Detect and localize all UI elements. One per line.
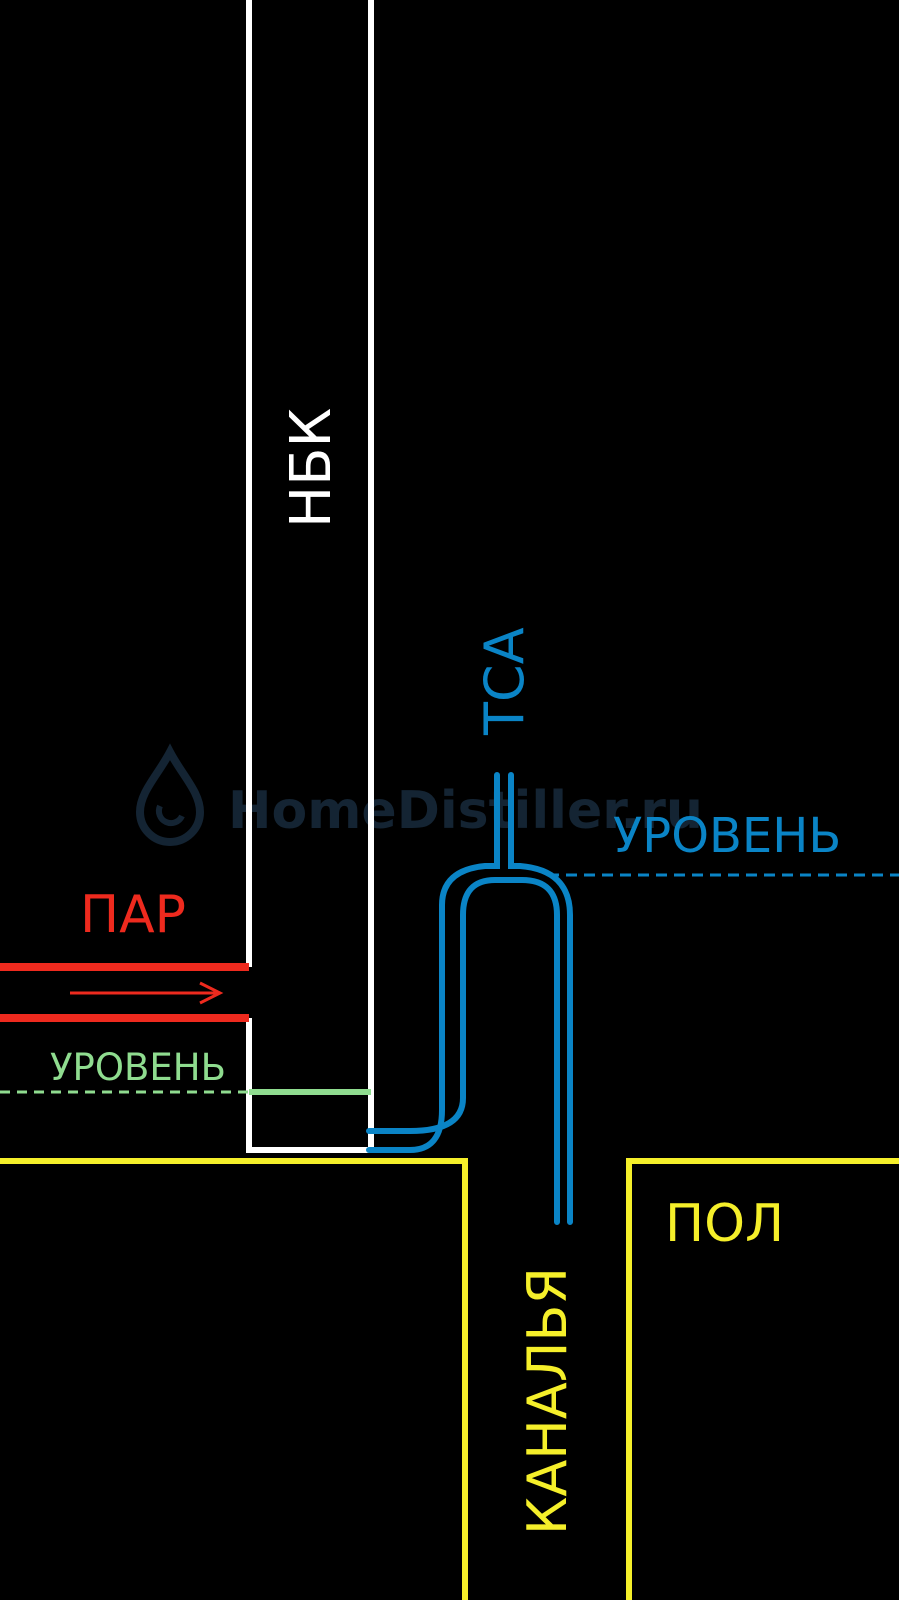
steam-arrow-head	[199, 981, 224, 1005]
level-top-label: УРОВЕНЬ	[613, 808, 841, 864]
tsa-tube	[366, 772, 573, 1225]
floor	[0, 1158, 899, 1600]
nbk-column	[246, 0, 374, 1153]
tsa-right-outer-path	[508, 772, 573, 1225]
drop-icon-inner	[155, 804, 185, 827]
floor-label: ПОЛ	[665, 1194, 784, 1254]
watermark: HomeDistiller.ru	[135, 743, 703, 846]
tsa-inner-path	[366, 877, 560, 1225]
floor-right-edge	[626, 1158, 899, 1600]
steam-label: ПАР	[80, 885, 186, 945]
level-bottom-label: УРОВЕНЬ	[50, 1046, 226, 1089]
steam-inlet	[0, 963, 249, 1022]
drop-icon	[135, 743, 205, 846]
tsa-label: ТСА	[473, 627, 536, 736]
floor-left-edge	[0, 1158, 468, 1600]
nbk-label: НБК	[279, 408, 344, 528]
sewer-label: КАНАЛЬЯ	[516, 1267, 579, 1535]
watermark-text: HomeDistiller.ru	[228, 781, 703, 841]
tsa-outer-path	[366, 772, 500, 1153]
